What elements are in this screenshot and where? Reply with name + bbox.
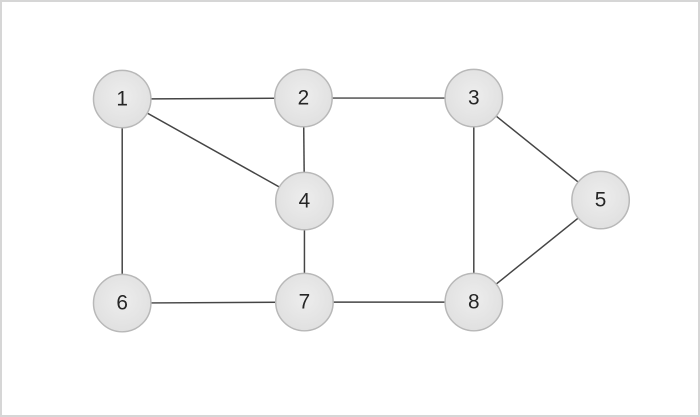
node-2-circle [273, 68, 333, 128]
node-1: 1 [92, 69, 152, 129]
node-3-circle [444, 68, 504, 128]
node-2: 2 [273, 68, 333, 128]
node-8-circle [444, 272, 504, 332]
node-4-circle [274, 171, 334, 231]
node-7-circle [274, 272, 334, 332]
edge-1-4 [121, 98, 305, 202]
node-5-circle [571, 170, 631, 230]
node-6-circle [92, 273, 152, 333]
edge-6-7 [122, 301, 305, 304]
node-1-circle [92, 69, 152, 129]
node-7: 7 [274, 272, 334, 332]
node-8: 8 [444, 272, 504, 332]
node-6: 6 [92, 273, 152, 333]
edge-1-2 [122, 97, 304, 100]
node-5: 5 [571, 170, 631, 230]
node-4: 4 [274, 171, 334, 231]
node-3: 3 [444, 68, 504, 128]
